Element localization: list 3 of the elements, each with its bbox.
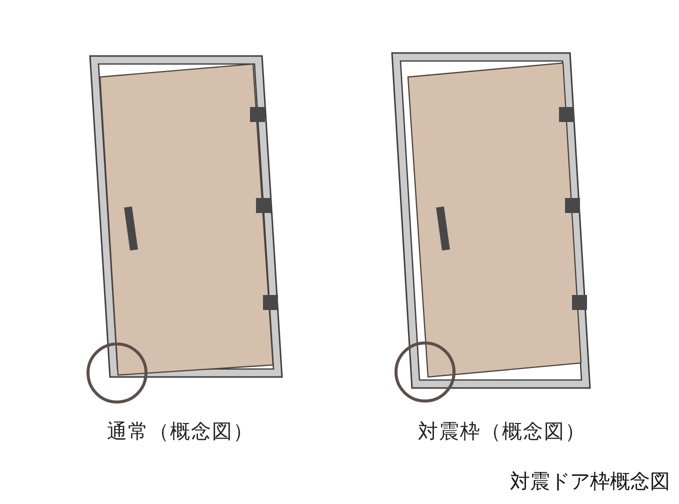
figure-label: 通常（概念図） bbox=[107, 419, 254, 443]
caption: 対震ドア枠概念図 bbox=[510, 469, 670, 493]
figure-label: 対震枠（概念図） bbox=[418, 419, 586, 443]
